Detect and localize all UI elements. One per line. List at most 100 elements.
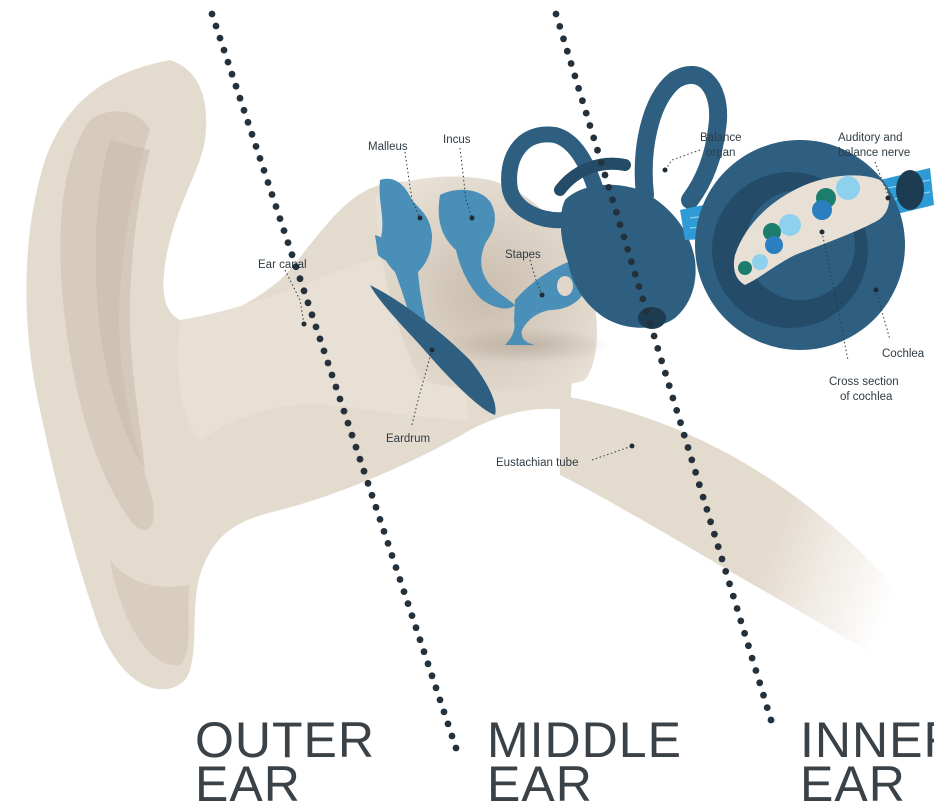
label-stapes: Stapes — [505, 249, 541, 261]
separator-middle-inner-dot — [572, 73, 579, 80]
chamber-1-top — [836, 176, 860, 200]
separator-outer-middle-dot — [333, 384, 340, 391]
separator-middle-inner-dot — [632, 271, 639, 278]
separator-outer-middle-dot — [325, 360, 332, 367]
section-headings: OUTER EAR MIDDLE EAR INNER EAR — [195, 712, 934, 801]
separator-outer-middle-dot — [257, 155, 264, 162]
separator-outer-middle-dot — [429, 672, 436, 679]
separator-middle-inner-dot — [768, 717, 775, 724]
separator-outer-middle-dot — [217, 35, 224, 42]
separator-middle-inner-dot — [583, 110, 590, 117]
separator-outer-middle-dot — [313, 324, 320, 331]
separator-middle-inner-dot — [696, 481, 703, 488]
separator-middle-inner-dot — [730, 593, 737, 600]
separator-middle-inner-dot — [636, 283, 643, 290]
separator-outer-middle-dot — [277, 215, 284, 222]
separator-middle-inner-dot — [621, 234, 628, 241]
separator-middle-inner-dot — [609, 196, 616, 203]
separator-middle-inner-dot — [575, 85, 582, 92]
separator-middle-inner-dot — [628, 258, 635, 265]
separator-outer-middle-dot — [445, 721, 452, 728]
separator-middle-inner-dot — [685, 444, 692, 451]
separator-outer-middle-dot — [433, 684, 440, 691]
chamber-2-top — [779, 214, 801, 236]
separator-middle-inner-dot — [666, 382, 673, 389]
separator-outer-middle-dot — [289, 251, 296, 258]
chamber-1-low — [812, 200, 832, 220]
separator-outer-middle-dot — [321, 348, 328, 355]
label-balance-organ-2: organ — [706, 147, 735, 159]
separator-outer-middle-dot — [245, 119, 252, 126]
pin-eardrum — [430, 348, 435, 353]
separator-outer-middle-dot — [233, 83, 240, 90]
separator-outer-middle-dot — [309, 311, 316, 318]
label-eustachian-tube: Eustachian tube — [496, 457, 578, 469]
separator-outer-middle-dot — [421, 648, 428, 655]
label-cochlea: Cochlea — [882, 348, 925, 360]
pin-cochlea — [874, 288, 879, 293]
separator-outer-middle-dot — [373, 504, 380, 511]
separator-middle-inner-dot — [704, 506, 711, 513]
separator-outer-middle-dot — [437, 697, 444, 704]
label-malleus: Malleus — [368, 141, 408, 153]
separator-middle-inner-dot — [587, 122, 594, 129]
pin-ear-canal — [302, 322, 307, 327]
separator-outer-middle-dot — [293, 263, 300, 270]
separator-middle-inner-dot — [590, 135, 597, 142]
leader-balance — [665, 150, 700, 170]
separator-middle-inner-dot — [647, 320, 654, 327]
separator-middle-inner-dot — [760, 692, 767, 699]
separator-outer-middle-dot — [241, 107, 248, 114]
chamber-3-top — [752, 254, 768, 270]
separator-middle-inner-dot — [764, 704, 771, 711]
pin-eustachian — [630, 444, 635, 449]
separator-outer-middle-dot — [393, 564, 400, 571]
separator-middle-inner-dot — [722, 568, 729, 575]
separator-middle-inner-dot — [700, 494, 707, 501]
separator-middle-inner-dot — [556, 23, 563, 30]
separator-middle-inner-dot — [553, 11, 560, 18]
separator-outer-middle-dot — [425, 660, 432, 667]
separator-middle-inner-dot — [711, 531, 718, 538]
separator-middle-inner-dot — [662, 370, 669, 377]
separator-middle-inner-dot — [741, 630, 748, 637]
pin-nerve — [886, 196, 891, 201]
separator-middle-inner-dot — [617, 221, 624, 228]
separator-outer-middle-dot — [449, 733, 456, 740]
separator-outer-middle-dot — [397, 576, 404, 583]
pin-cross-section — [820, 230, 825, 235]
separator-middle-inner-dot — [719, 556, 726, 563]
separator-outer-middle-dot — [349, 432, 356, 439]
separator-outer-middle-dot — [441, 709, 448, 716]
separator-outer-middle-dot — [213, 23, 220, 30]
separator-middle-inner-dot — [613, 209, 620, 216]
separator-outer-middle-dot — [353, 444, 360, 451]
heading-outer-ear-line2: EAR — [195, 756, 301, 801]
eustachian-tube-shape — [560, 395, 934, 700]
chamber-3-mid — [738, 261, 752, 275]
chamber-2-low — [765, 236, 783, 254]
separator-outer-middle-dot — [253, 143, 260, 150]
separator-outer-middle-dot — [389, 552, 396, 559]
separator-outer-middle-dot — [357, 456, 364, 463]
separator-outer-middle-dot — [409, 612, 416, 619]
separator-outer-middle-dot — [405, 600, 412, 607]
separator-middle-inner-dot — [579, 97, 586, 104]
separator-middle-inner-dot — [651, 333, 658, 340]
separator-outer-middle-dot — [249, 131, 256, 138]
separator-middle-inner-dot — [753, 667, 760, 674]
label-eardrum: Eardrum — [386, 433, 430, 445]
separator-middle-inner-dot — [594, 147, 601, 154]
pin-stapes — [540, 293, 545, 298]
separator-middle-inner-dot — [715, 543, 722, 550]
heading-inner-ear-line2: EAR — [800, 756, 906, 801]
nerve-end-cap — [896, 170, 924, 210]
separator-middle-inner-dot — [605, 184, 612, 191]
separator-middle-inner-dot — [624, 246, 631, 253]
separator-outer-middle-dot — [297, 275, 304, 282]
separator-outer-middle-dot — [285, 239, 292, 246]
separator-outer-middle-dot — [369, 492, 376, 499]
separator-middle-inner-dot — [598, 159, 605, 166]
separator-middle-inner-dot — [756, 679, 763, 686]
